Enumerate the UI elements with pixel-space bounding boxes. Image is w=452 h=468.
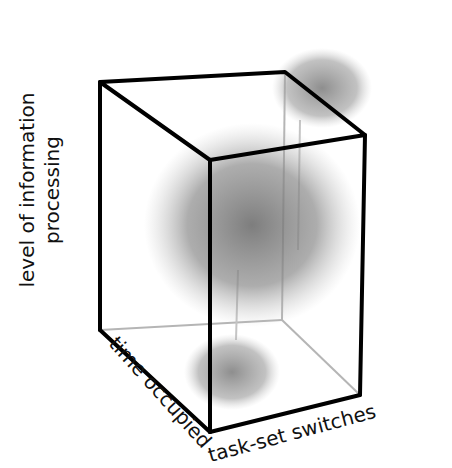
- bottom-sphere: [184, 334, 280, 410]
- vertical-axis-label: level of information processing: [15, 50, 65, 330]
- top-sphere: [272, 48, 372, 128]
